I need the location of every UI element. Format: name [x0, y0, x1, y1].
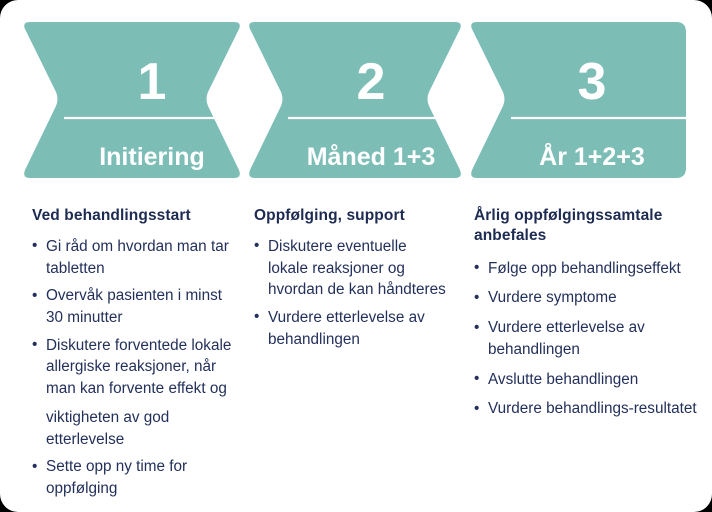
bullet-text: Gi råd om hvordan man tar tabletten [46, 237, 229, 277]
timeline-step-1[interactable]: 1 Initiering [24, 22, 246, 178]
detail-column-2: Oppfølging, support Diskutere eventuelle… [244, 206, 462, 356]
bullet-text: Overvåk pasienten i minst 30 minutter [46, 287, 222, 326]
list-item: Vurdere etterlevelse av behandlingen [474, 317, 698, 360]
detail-column-3: Årlig oppfølgingssamtale anbefales Følge… [462, 206, 712, 428]
column-1-bullet-list: Gi råd om hvordan man tar tabletten Over… [32, 235, 234, 500]
list-item: Diskutere eventuelle lokale reaksjoner o… [254, 235, 448, 301]
step-label-1: Initiering [99, 143, 205, 171]
list-item: Vurdere behandlings-resultatet [474, 398, 698, 420]
step-number-1: 1 [138, 53, 167, 111]
flow-arrow-2 [288, 103, 467, 133]
step-label-3: År 1+2+3 [539, 142, 645, 171]
list-item: Følge opp behandlingseffekt [474, 257, 698, 280]
detail-columns: Ved behandlingsstart Gi råd om hvordan m… [0, 206, 712, 506]
step-number-3: 3 [578, 53, 607, 111]
timeline-chevron-band: 1 Initiering 2 Måned 1+3 3 [0, 0, 712, 200]
bullet-text: Vurdere symptome [488, 289, 617, 307]
list-item: Gi råd om hvordan man tar tabletten [32, 235, 234, 279]
list-item: Sette opp ny time for oppfølging [32, 456, 234, 499]
list-item: Vurdere symptome [474, 287, 698, 309]
bullet-text: Diskutere eventuelle lokale reaksjoner o… [268, 237, 446, 299]
column-3-bullet-list: Følge opp behandlingseffekt Vurdere symp… [474, 257, 698, 420]
bullet-text: Diskutere forventede lokale allergiske r… [46, 336, 232, 398]
bullet-text: Avslutte behandlingen [488, 370, 639, 388]
bullet-text: Vurdere etterlevelse av behandlingen [488, 319, 645, 358]
list-item: Avslutte behandlingen [474, 368, 698, 391]
bullet-text: Følge opp behandlingseffekt [488, 259, 681, 277]
list-item: Vurdere etterlevelse av behandlingen [254, 306, 448, 350]
bullet-text: Sette opp ny time for oppfølging [46, 458, 188, 498]
timeline-step-2[interactable]: 2 Måned 1+3 [249, 22, 467, 178]
column-1-heading: Ved behandlingsstart [32, 207, 191, 224]
detail-column-1: Ved behandlingsstart Gi råd om hvordan m… [0, 206, 244, 506]
bullet-text-continuation: viktigheten av god etterlevelse [46, 408, 170, 448]
chevron-shape-1 [24, 22, 240, 178]
column-2-bullet-list: Diskutere eventuelle lokale reaksjoner o… [254, 235, 448, 351]
step-label-2: Måned 1+3 [307, 143, 436, 171]
flow-end-bar-3 [511, 100, 690, 137]
flow-arrow-1 [64, 103, 246, 133]
list-item: Overvåk pasienten i minst 30 minutter [32, 285, 234, 328]
list-item: Diskutere forventede lokale allergiske r… [32, 334, 234, 451]
bullet-text: Vurdere behandlings-resultatet [488, 400, 697, 418]
column-3-heading: Årlig oppfølgingssamtale anbefales [474, 207, 663, 244]
timeline-step-3[interactable]: 3 År 1+2+3 [471, 22, 690, 178]
column-2-heading: Oppfølging, support [254, 207, 405, 224]
chevron-shape-3 [471, 22, 686, 178]
step-number-2: 2 [357, 53, 386, 111]
bullet-text: Vurdere etterlevelse av behandlingen [268, 308, 425, 348]
chevron-shape-2 [249, 22, 461, 178]
